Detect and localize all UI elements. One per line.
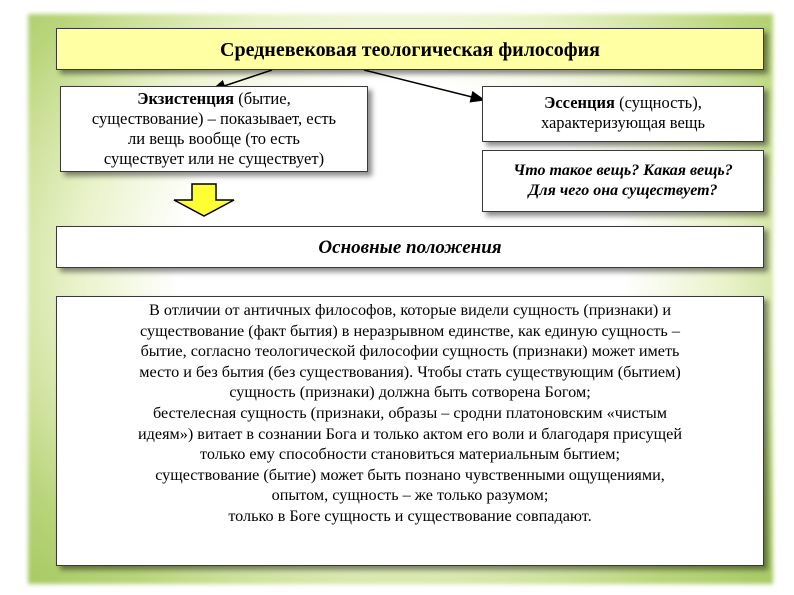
essence-line-2: характеризующая вещь: [540, 113, 706, 132]
body-line: только в Боге сущность и существование с…: [228, 506, 592, 525]
body-line: место и без бытия (без существования). Ч…: [139, 362, 681, 381]
main-provisions-heading: Основные положения: [56, 226, 764, 268]
essence-box: Эссенция (сущность), характеризующая вещ…: [482, 86, 764, 142]
title-text: Средневековая теологическая философия: [220, 39, 600, 61]
existence-line-1: (бытие,: [234, 89, 291, 108]
provisions-text-box: В отличии от античных философов, которые…: [56, 296, 764, 566]
existence-line-2: существование) – показывает, есть: [91, 109, 337, 128]
body-line: сущность (признаки) должна быть сотворен…: [229, 383, 591, 402]
body-line: В отличии от античных философов, которые…: [148, 301, 672, 319]
body-line: только ему способности становиться матер…: [199, 445, 621, 464]
body-line: идеям») витает в сознании Бога и только …: [138, 424, 682, 443]
body-line: существование (факт бытия) в неразрывном…: [140, 321, 680, 340]
existence-box: Экзистенция (бытие, существование) – пок…: [60, 86, 368, 172]
body-line: опытом, сущность – же только разумом;: [271, 486, 549, 505]
body-line: бытие, согласно теологической философии …: [140, 342, 680, 361]
essence-line-1: (сущность),: [614, 93, 702, 112]
page-title: Средневековая теологическая философия: [56, 28, 764, 70]
existence-line-3: ли вещь вообще (то есть: [128, 129, 300, 148]
down-block-arrow-icon: [173, 183, 235, 217]
question-box: Что такое вещь? Какая вещь? Для чего она…: [482, 150, 764, 212]
essence-term: Эссенция: [544, 93, 615, 112]
question-line-2: Для чего она существует?: [528, 182, 718, 199]
body-line: бестелесная сущность (признаки, образы –…: [153, 403, 667, 422]
question-line-1: Что такое вещь? Какая вещь?: [513, 162, 733, 179]
body-line: существование (бытие) может быть познано…: [155, 465, 665, 484]
main-heading-text: Основные положения: [318, 237, 502, 258]
existence-line-4: существует или не существует): [103, 149, 325, 168]
arrow-to-essence: [363, 69, 486, 103]
existence-term: Экзистенция: [137, 89, 235, 108]
